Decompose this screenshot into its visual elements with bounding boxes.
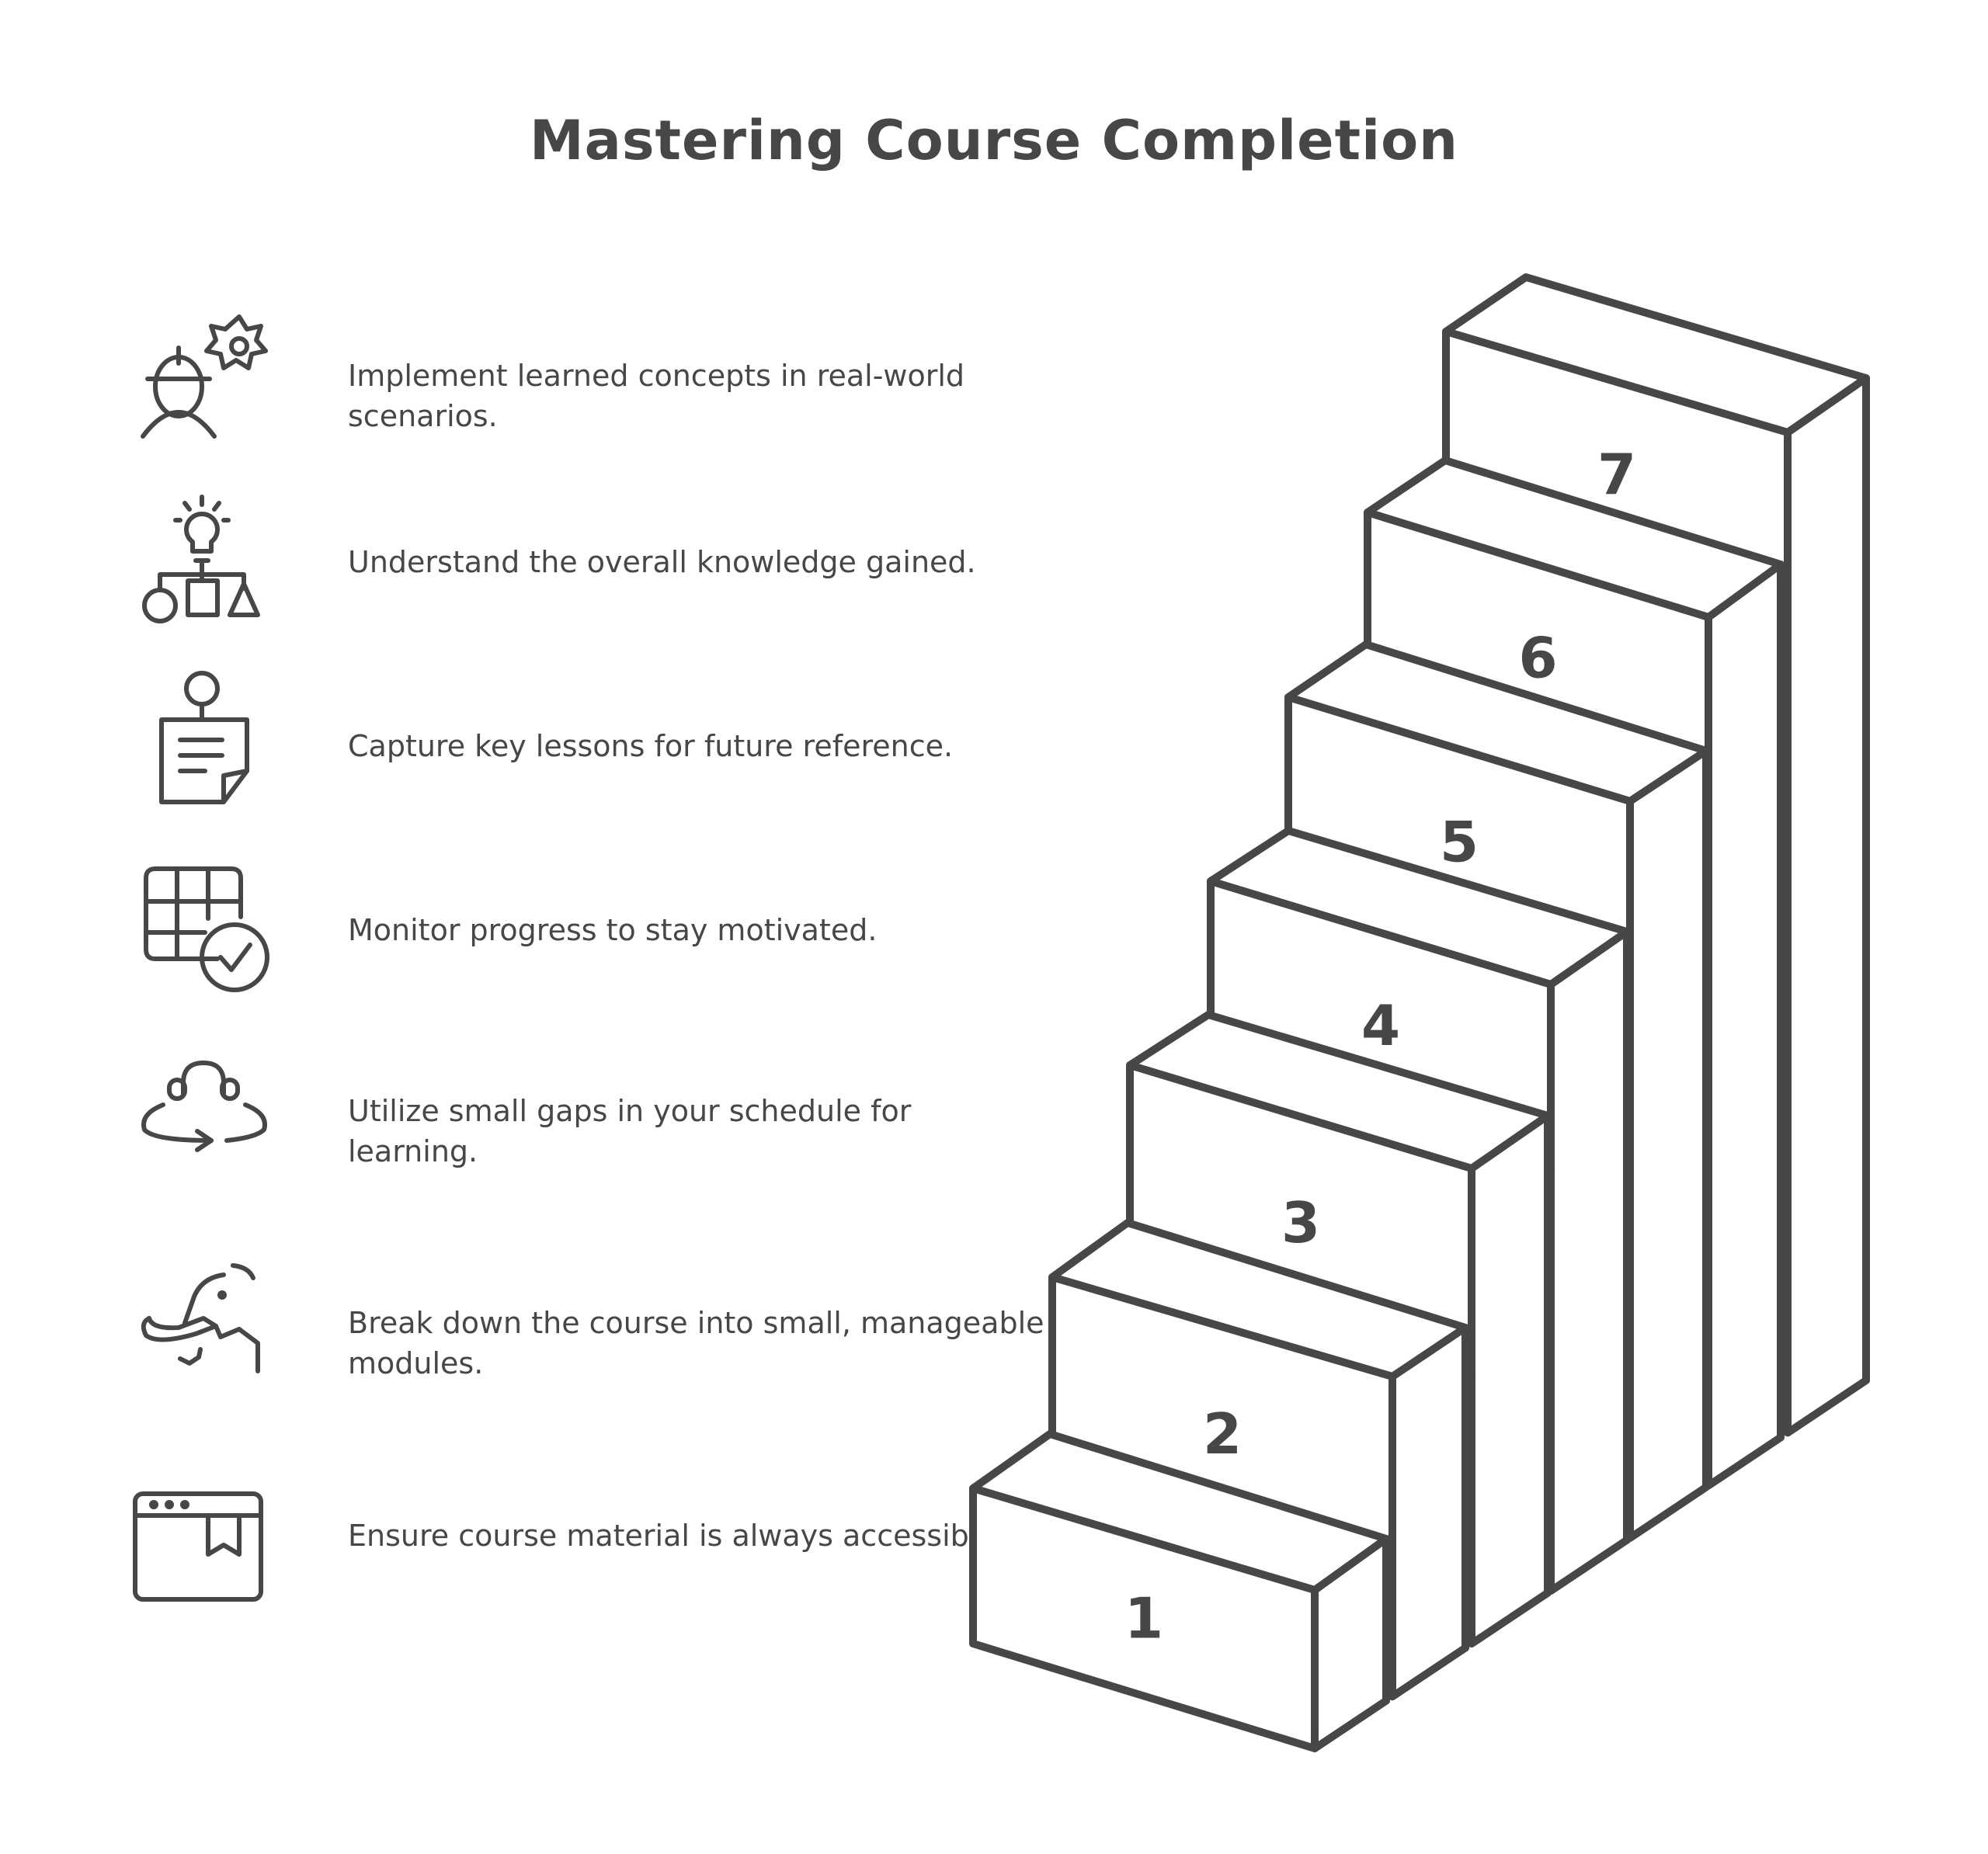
step-6-number: 6 <box>1518 625 1557 690</box>
calendar-check-icon <box>124 858 280 1013</box>
step-4-number: 4 <box>1361 993 1400 1058</box>
step-1-front-face <box>969 1484 1319 1752</box>
step-3-description: Utilize small gaps in your schedule for … <box>348 1094 912 1168</box>
page-title: Mastering Course Completion <box>529 109 1458 172</box>
step-5-description: Capture key lessons for future reference… <box>348 729 954 763</box>
step-4-description: Monitor progress to stay motivated. <box>348 913 878 947</box>
engineer-gear-icon <box>124 303 280 458</box>
step-6-description: Understand the overall knowledge gained. <box>348 545 976 579</box>
step-3-side-face <box>1468 1112 1552 1648</box>
step-1-description: Ensure course material is always accessi… <box>348 1519 1005 1553</box>
step-2-number: 2 <box>1203 1401 1242 1467</box>
step-7-description: Implement learned concepts in real-world… <box>348 359 965 433</box>
step-2-side-face <box>1388 1324 1469 1701</box>
step-6-side-face <box>1705 561 1785 1490</box>
step-2-description: Break down the course into small, manage… <box>348 1306 1044 1380</box>
step-3-number: 3 <box>1281 1190 1320 1255</box>
pinned-note-icon <box>124 671 280 827</box>
browser-bookmark-icon <box>124 1483 280 1638</box>
headphones-cycle-icon <box>124 1052 280 1207</box>
step-5-number: 5 <box>1440 809 1479 874</box>
elephant-icon <box>124 1258 280 1413</box>
lightbulb-hierarchy-icon <box>124 489 280 644</box>
step-1-number: 1 <box>1124 1586 1163 1651</box>
step-5-side-face <box>1626 747 1710 1542</box>
step-4-side-face <box>1547 928 1631 1595</box>
step-7-side-face <box>1784 374 1870 1437</box>
step-7-number: 7 <box>1597 442 1636 507</box>
